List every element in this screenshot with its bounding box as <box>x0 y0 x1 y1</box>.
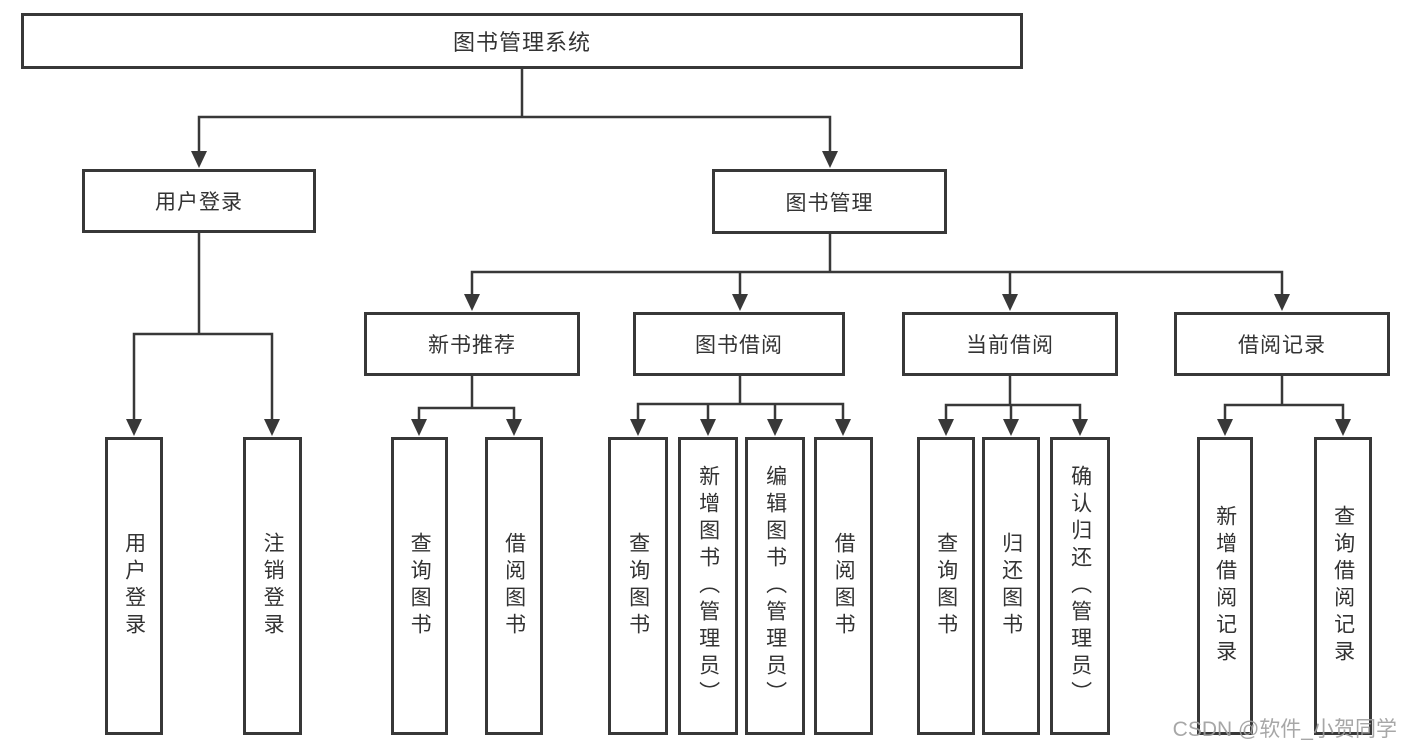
connector-root <box>197 66 832 154</box>
leaf-cb-query-books: 查询图书 <box>917 437 975 735</box>
node-label: 借阅记录 <box>1238 334 1326 357</box>
csdn-watermark: CSDN @软件_小贺同学 <box>1172 718 1397 741</box>
leaf-br-add-record: 新增借阅记录 <box>1197 437 1253 735</box>
node-label: 查询图书 <box>408 532 432 640</box>
node-label: 图书借阅 <box>695 334 783 357</box>
node-library-management-system: 图书管理系统 <box>21 13 1023 69</box>
node-label: 当前借阅 <box>966 334 1054 357</box>
leaf-bb-edit-books-admin: 编辑图书（管理员） <box>745 437 805 735</box>
leaf-bb-add-books-admin: 新增图书（管理员） <box>678 437 738 735</box>
node-new-book-recommend: 新书推荐 <box>364 312 580 376</box>
arrowhead <box>1003 419 1019 436</box>
arrowhead <box>767 419 783 436</box>
leaf-cb-return-books: 归还图书 <box>982 437 1040 735</box>
connector-current-borrowing <box>944 374 1082 422</box>
node-label: 用户登录 <box>155 191 243 214</box>
node-label: 新书推荐 <box>428 334 516 357</box>
arrowhead <box>1072 419 1088 436</box>
node-current-borrowing: 当前借阅 <box>902 312 1118 376</box>
arrowhead <box>1335 419 1351 436</box>
arrowhead <box>938 419 954 436</box>
node-label: 新增借阅记录 <box>1213 505 1237 667</box>
leaf-bb-borrow-books: 借阅图书 <box>814 437 873 735</box>
connector-borrowing-records <box>1223 374 1345 422</box>
node-label: 查询借阅记录 <box>1331 505 1355 667</box>
node-label: 用户登录 <box>122 532 146 640</box>
arrowhead <box>126 419 142 436</box>
arrowhead <box>1002 294 1018 311</box>
leaf-nb-borrow-books: 借阅图书 <box>485 437 543 735</box>
node-label: 编辑图书（管理员） <box>763 464 787 708</box>
arrowhead <box>1217 419 1233 436</box>
node-label: 注销登录 <box>261 532 285 640</box>
leaf-logout: 注销登录 <box>243 437 302 735</box>
leaf-br-query-record: 查询借阅记录 <box>1314 437 1372 735</box>
node-label: 图书管理系统 <box>452 30 591 55</box>
node-user-login: 用户登录 <box>82 169 316 233</box>
arrowhead <box>506 419 522 436</box>
arrowhead <box>630 419 646 436</box>
node-label: 图书管理 <box>785 191 874 215</box>
leaf-user-login: 用户登录 <box>105 437 163 735</box>
leaf-cb-confirm-return-admin: 确认归还（管理员） <box>1050 437 1110 735</box>
connector-book-borrowing <box>636 374 845 422</box>
node-label: 新增图书（管理员） <box>696 464 720 708</box>
node-label: 确认归还（管理员） <box>1068 464 1092 708</box>
node-borrowing-records: 借阅记录 <box>1174 312 1390 376</box>
arrowhead <box>822 151 838 168</box>
node-label: 借阅图书 <box>832 532 856 640</box>
node-book-borrowing: 图书借阅 <box>633 312 845 376</box>
node-label: 查询图书 <box>626 532 650 640</box>
leaf-bb-query-books: 查询图书 <box>608 437 668 735</box>
node-label: 归还图书 <box>999 532 1023 640</box>
arrowhead <box>264 419 280 436</box>
connector-book-management <box>470 232 1284 297</box>
node-label: 查询图书 <box>934 532 958 640</box>
connector-user-login <box>132 231 274 422</box>
leaf-nb-query-books: 查询图书 <box>391 437 448 735</box>
arrowhead <box>464 294 480 311</box>
connector-new-book-recommend <box>417 374 516 422</box>
node-book-management: 图书管理 <box>712 169 947 234</box>
arrowhead <box>1274 294 1290 311</box>
node-label: 借阅图书 <box>502 532 526 640</box>
arrowhead <box>835 419 851 436</box>
arrowhead <box>411 419 427 436</box>
arrowhead <box>700 419 716 436</box>
arrowhead <box>191 151 207 168</box>
arrowhead <box>732 294 748 311</box>
